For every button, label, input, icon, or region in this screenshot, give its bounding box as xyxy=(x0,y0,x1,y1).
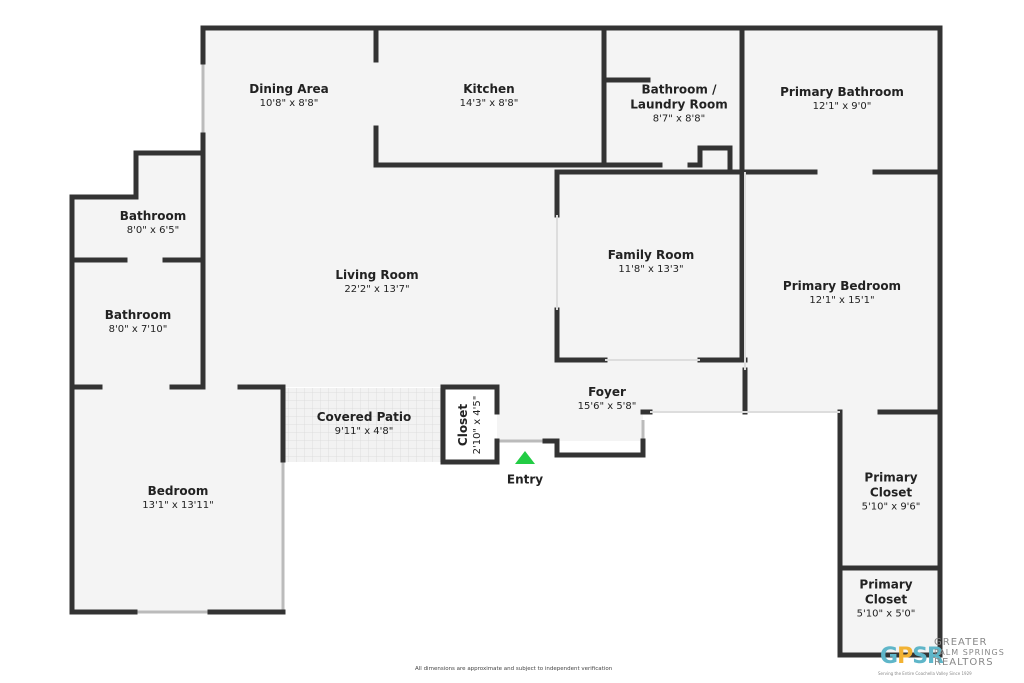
room-dimensions: 2'10" x 4'5" xyxy=(472,395,483,455)
room-name: Closet xyxy=(864,592,908,607)
disclaimer-text: All dimensions are approximate and subje… xyxy=(415,666,613,672)
room-name: Primary xyxy=(864,470,918,485)
room-dimensions: 5'10" x 9'6" xyxy=(861,501,921,513)
room-dining-area: Dining Area 10'8" x 8'8" xyxy=(249,82,328,110)
room-name: Covered Patio xyxy=(316,410,412,424)
room-dimensions: 12'1" x 9'0" xyxy=(812,101,872,112)
logo-mark: GPSR xyxy=(880,644,944,669)
room-dimensions: 15'6" x 5'8" xyxy=(577,401,637,412)
room-name: Bathroom xyxy=(119,209,187,223)
room-name: Bathroom / xyxy=(641,82,717,97)
logo-line: PALM SPRINGS xyxy=(934,648,1005,657)
room-bedroom: Bedroom 13'1" x 13'11" xyxy=(142,484,214,512)
room-name: Closet xyxy=(456,403,470,447)
room-living-room: Living Room 22'2" x 13'7" xyxy=(335,268,418,296)
room-foyer: Foyer 15'6" x 5'8" xyxy=(578,385,637,413)
room-dimensions: 14'3" x 8'8" xyxy=(459,98,519,109)
room-dimensions: 13'1" x 13'11" xyxy=(142,500,214,511)
room-dimensions: 8'7" x 8'8" xyxy=(652,113,706,125)
logo-tagline: Serving the Entire Coachella Valley Sinc… xyxy=(878,671,972,676)
room-name: Bathroom xyxy=(104,308,172,322)
room-covered-patio: Covered Patio 9'11" x 4'8" xyxy=(317,410,412,438)
room-name: Family Room xyxy=(607,248,695,262)
entry-label: Entry xyxy=(506,472,544,487)
room-name: Bedroom xyxy=(147,484,209,498)
room-dimensions: 22'2" x 13'7" xyxy=(344,284,410,295)
room-kitchen: Kitchen 14'3" x 8'8" xyxy=(460,82,519,110)
room-name: Closet xyxy=(869,485,913,500)
logo-line: GREATER xyxy=(934,637,988,648)
room-bathroom-2: Bathroom 8'0" x 7'10" xyxy=(105,308,171,336)
room-name: Kitchen xyxy=(463,82,515,96)
room-name: Primary Bedroom xyxy=(782,279,902,293)
room-name: Primary Bathroom xyxy=(780,85,904,99)
room-dimensions: 12'1" x 15'1" xyxy=(809,295,875,306)
room-name: Dining Area xyxy=(249,82,329,96)
room-dimensions: 8'0" x 7'10" xyxy=(108,324,168,335)
room-family-room: Family Room 11'8" x 13'3" xyxy=(608,248,695,276)
walls xyxy=(69,25,943,658)
room-name: Primary xyxy=(859,577,913,592)
gpsr-logo: GPSR GREATER PALM SPRINGS REALTORS Servi… xyxy=(878,628,1018,680)
room-dimensions: 8'0" x 6'5" xyxy=(126,225,180,236)
room-dimensions: 10'8" x 8'8" xyxy=(259,98,319,109)
entry-marker-icon xyxy=(515,451,535,464)
room-dimensions: 9'11" x 4'8" xyxy=(334,426,394,437)
logo-line: REALTORS xyxy=(934,657,994,668)
floors xyxy=(72,28,940,655)
room-name: Foyer xyxy=(588,385,626,399)
room-name: Living Room xyxy=(335,268,419,282)
room-bathroom-1: Bathroom 8'0" x 6'5" xyxy=(120,209,186,237)
room-dimensions: 11'8" x 13'3" xyxy=(618,264,684,275)
room-name: Laundry Room xyxy=(630,97,728,112)
covered-patio-floor xyxy=(285,388,443,462)
room-primary-bathroom: Primary Bathroom 12'1" x 9'0" xyxy=(780,85,904,113)
logo-words: GREATER PALM SPRINGS REALTORS xyxy=(934,638,1005,668)
room-primary-bedroom: Primary Bedroom 12'1" x 15'1" xyxy=(783,279,901,307)
room-dimensions: 5'10" x 5'0" xyxy=(856,608,916,620)
